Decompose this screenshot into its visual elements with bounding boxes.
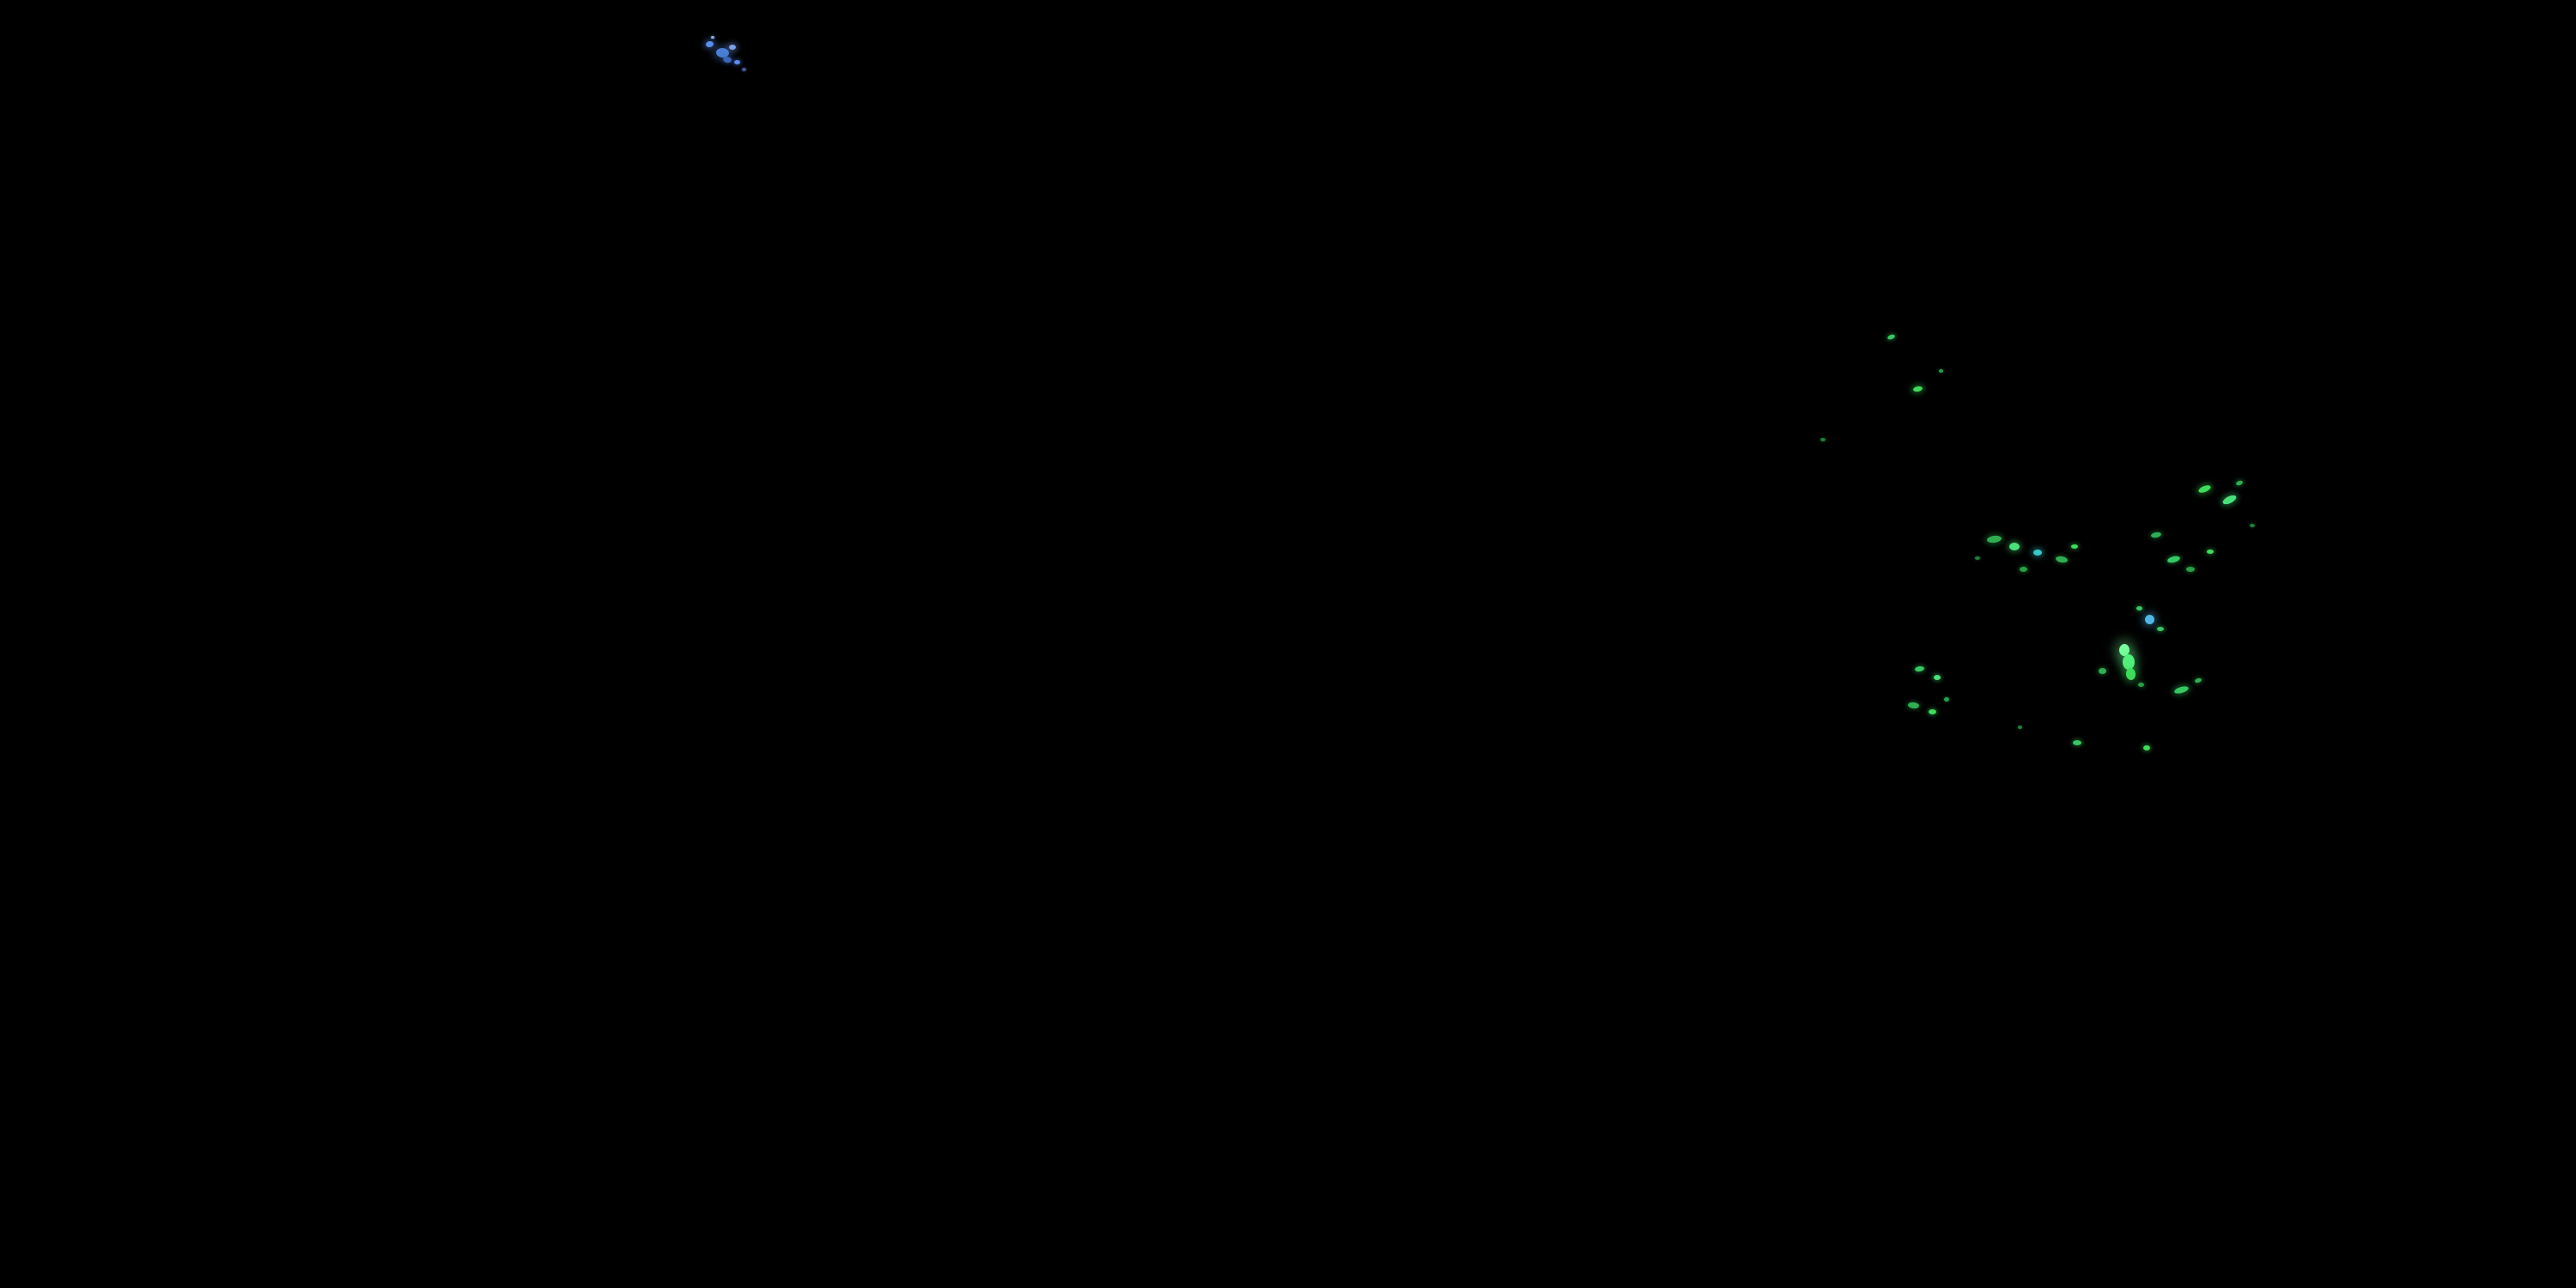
green-cluster-mid-left-speckle <box>2055 555 2069 564</box>
green-cluster-lower-left-speckle <box>1929 709 1936 714</box>
blue-cluster-top-left-speckle <box>734 60 740 64</box>
green-cluster-lower-left-speckle <box>1944 697 1949 702</box>
green-streak-lower-right-speckle <box>2173 684 2190 696</box>
blue-cluster-top-left-speckle <box>711 36 714 39</box>
bright-green-blob-speckle <box>2099 668 2106 674</box>
green-streaks-upper-right-speckle <box>2150 532 2162 538</box>
bright-green-blob-speckle <box>2138 683 2144 687</box>
blue-cluster-top-left-speckle <box>715 47 730 58</box>
green-streaks-upper-right-speckle <box>2197 483 2212 495</box>
green-cluster-mid-left-speckle <box>2009 543 2020 550</box>
bright-green-blob-speckle <box>2125 667 2136 681</box>
green-streaks-upper-right-speckle <box>2250 524 2255 527</box>
green-dots-bottom-speckle <box>2018 726 2022 729</box>
green-cluster-mid-left-speckle <box>2033 550 2042 556</box>
blue-cluster-top-left-speckle <box>729 45 736 50</box>
cyan-dot-center-speckle <box>2136 606 2142 611</box>
green-cluster-lower-left-speckle <box>1934 675 1941 680</box>
green-streaks-upper-right-speckle <box>2235 479 2244 487</box>
blue-cluster-top-left-speckle <box>722 55 732 64</box>
green-streaks-upper-right-speckle <box>2207 550 2214 554</box>
blue-cluster-top-left-speckle <box>705 40 714 48</box>
blue-cluster-top-left-speckle <box>742 68 746 71</box>
cyan-dot-center-speckle <box>2157 627 2164 631</box>
green-cluster-mid-left-speckle <box>2071 544 2078 549</box>
green-field-upper-speckle <box>1939 369 1943 373</box>
bright-green-blob-speckle <box>2118 643 2130 657</box>
green-dots-bottom-speckle <box>2143 745 2150 750</box>
green-cluster-lower-left-speckle <box>1914 665 1925 672</box>
cyan-dot-center-speckle <box>2145 615 2154 624</box>
green-cluster-mid-left-speckle <box>1986 534 2002 544</box>
green-streaks-upper-right-speckle <box>2186 567 2195 572</box>
green-streaks-upper-right-speckle <box>2221 493 2238 507</box>
green-streak-lower-right-speckle <box>2194 677 2202 684</box>
green-field-upper-speckle <box>1820 438 1826 441</box>
green-cluster-mid-left-speckle <box>1975 556 1980 560</box>
green-field-upper-speckle <box>1912 386 1923 392</box>
green-field-upper-speckle <box>1886 333 1896 341</box>
bright-green-blob-speckle <box>2123 654 2135 670</box>
green-dots-bottom-speckle <box>2073 740 2081 745</box>
green-streaks-upper-right-speckle <box>2166 555 2181 564</box>
green-cluster-lower-left-speckle <box>1907 702 1920 709</box>
green-cluster-mid-left-speckle <box>2020 567 2027 572</box>
